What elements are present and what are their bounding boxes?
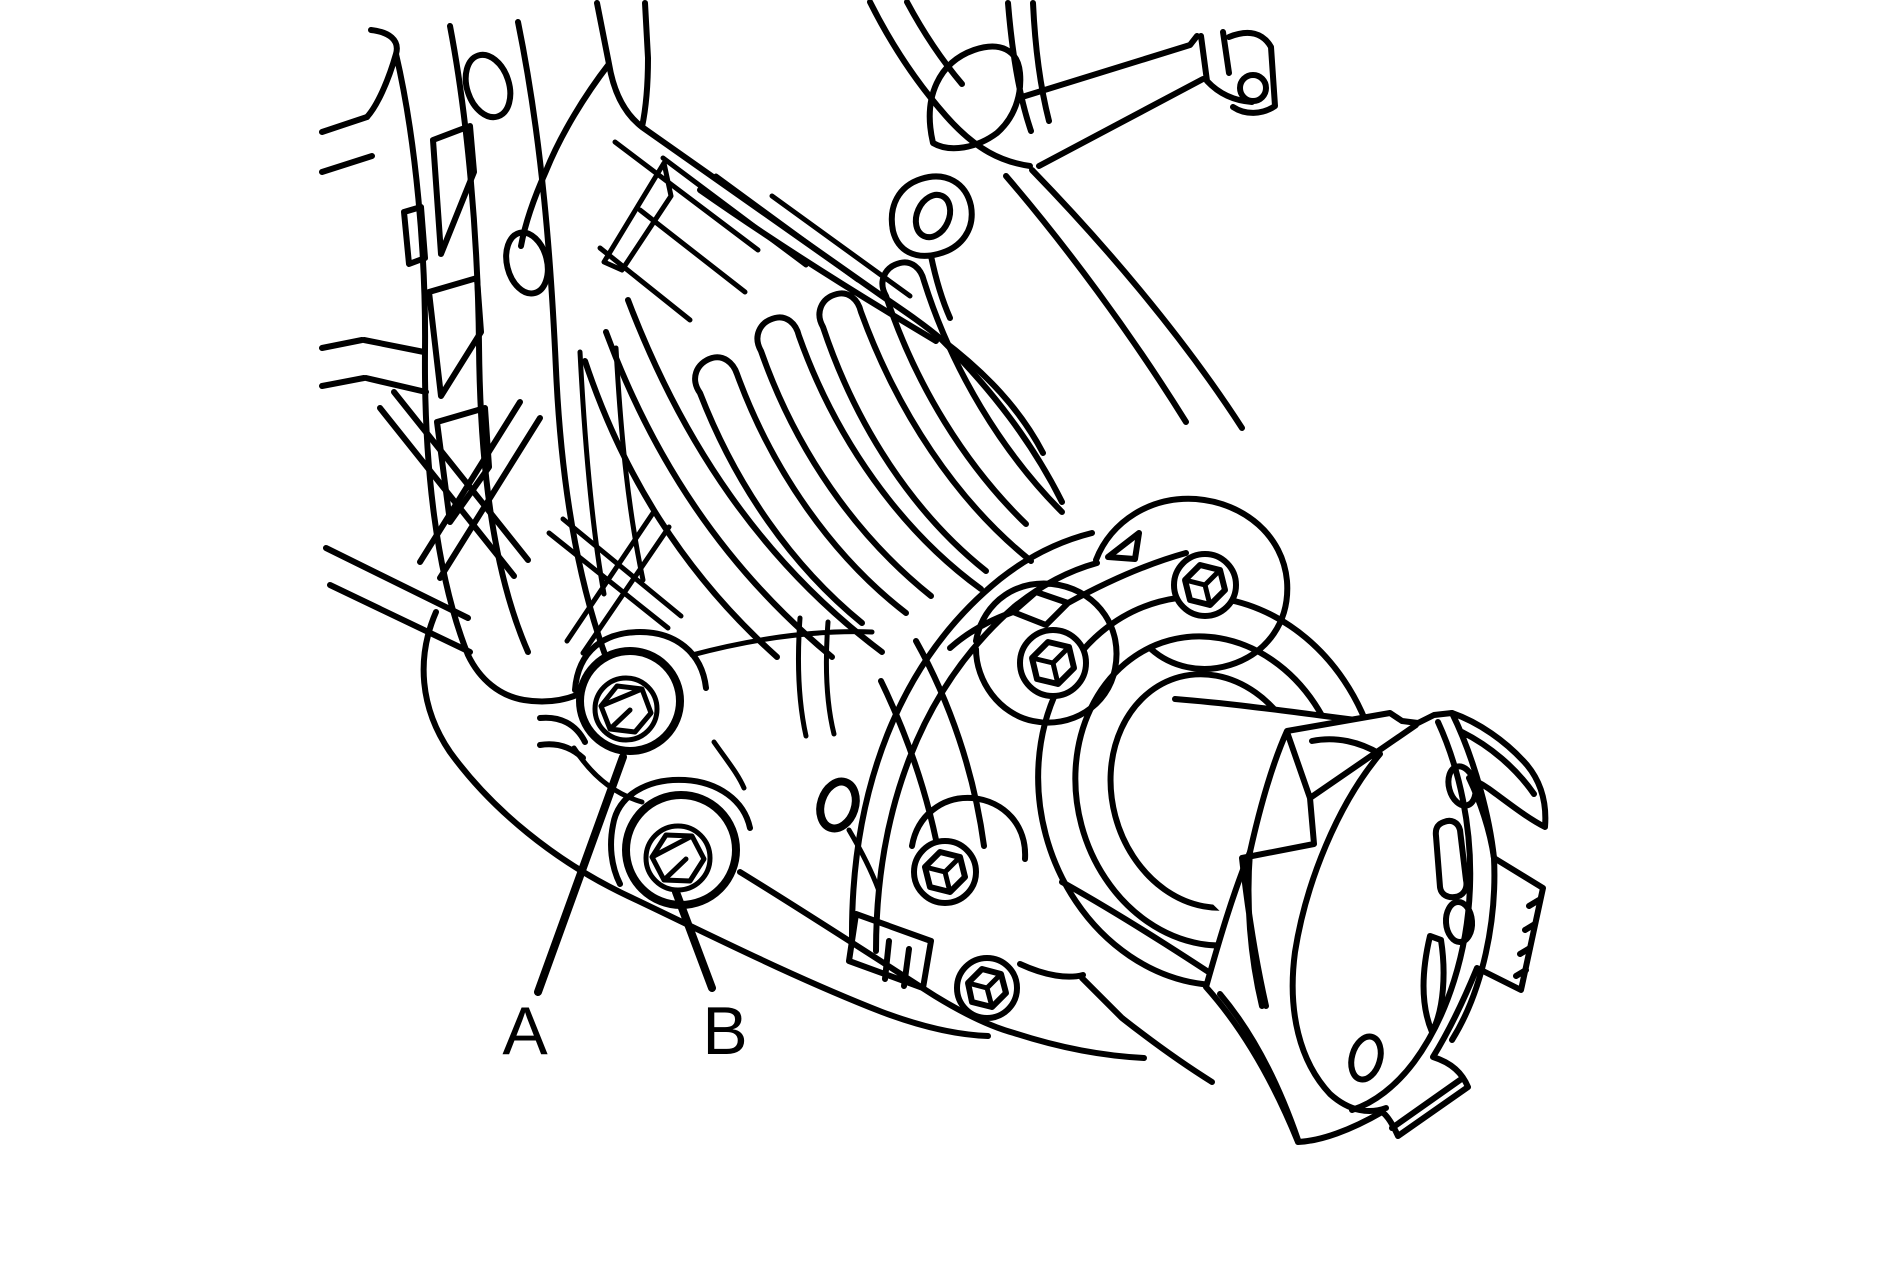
callouts: A B	[502, 753, 748, 1069]
rim-slot	[1432, 817, 1470, 901]
lug-hole	[912, 191, 954, 241]
plug-bosses	[537, 629, 753, 887]
coupler-cup	[1203, 710, 1549, 1145]
left-bracket-webbing	[319, 19, 617, 705]
rim-hole	[1445, 763, 1479, 809]
bracket-window-holes	[401, 123, 492, 525]
plug-a-hex-socket	[598, 683, 654, 735]
callout-label-b: B	[702, 993, 747, 1069]
fill-plug-a	[576, 647, 684, 755]
bracket-oval-hole	[462, 51, 514, 121]
callout-a-leader	[534, 753, 627, 996]
drain-plug-b	[622, 791, 740, 909]
bolt-facets	[1182, 567, 1223, 608]
hex-flange-bolt	[911, 838, 979, 906]
bracket-outline	[364, 19, 617, 705]
bracket-bolt-hole	[1237, 72, 1269, 104]
housing-surface-lines	[546, 139, 913, 894]
rim-hole	[1348, 1033, 1384, 1083]
callout-label-a: A	[502, 993, 548, 1069]
bracket-oval-hole	[503, 229, 551, 297]
plug-b-boss	[608, 776, 753, 887]
upper-bracket-arm	[888, 0, 1278, 505]
bolt-facets	[965, 971, 1004, 1010]
hex-flange-bolt	[1171, 551, 1239, 619]
case-oval-port	[816, 777, 860, 833]
hex-flange-bolt	[954, 955, 1020, 1021]
cup-silhouette	[1203, 710, 1549, 1145]
hex-flange-bolt	[1017, 627, 1089, 699]
rib-fingers	[582, 187, 1065, 660]
housing-body	[518, 0, 1278, 894]
cooling-ribs	[582, 187, 1065, 660]
flange-bolts	[911, 551, 1239, 1021]
housing-outline	[518, 0, 1046, 456]
rim-hole	[1442, 899, 1476, 945]
plug-b-hex-socket	[649, 832, 707, 884]
bolt-facets	[1029, 644, 1072, 687]
cup-rim-holes	[1348, 763, 1479, 1083]
callout-b-leader	[672, 888, 716, 992]
case-bottom-edges	[420, 609, 1215, 1085]
cup-rim-and-cavity	[1217, 710, 1542, 1143]
plug-a-outer-ring	[576, 647, 684, 755]
plug-a-boss	[537, 629, 709, 761]
bottom-contours	[420, 609, 1215, 1085]
bracket-ribs	[319, 114, 543, 655]
plug-a-recess	[592, 675, 660, 743]
bolt-facets	[922, 854, 963, 895]
